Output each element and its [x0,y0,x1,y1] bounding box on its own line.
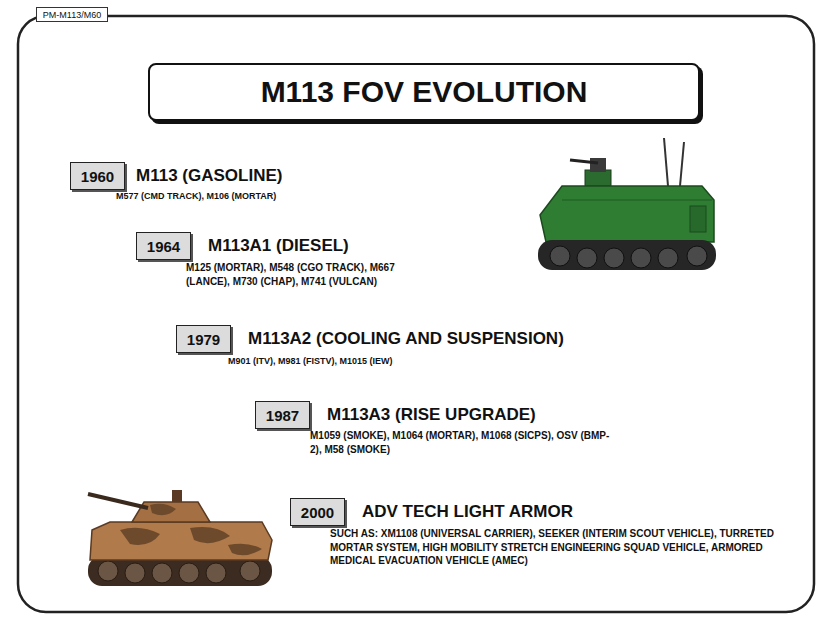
variant-list: M901 (ITV), M981 (FISTV), M1015 (IEW) [228,355,393,367]
year-box: 1960 [70,162,125,190]
version-heading: M113A2 (COOLING AND SUSPENSION) [248,328,564,351]
version-heading: ADV TECH LIGHT ARMOR [362,501,573,524]
year-text: 1987 [266,407,299,424]
year-text: 1964 [147,238,180,255]
year-box: 1987 [255,401,310,429]
year-box: 1979 [176,325,231,353]
variant-list: M577 (CMD TRACK), M106 (MORTAR) [116,190,276,202]
year-text: 2000 [301,504,334,521]
tag-text: PM-M113/M60 [43,10,101,20]
title-box: M113 FOV EVOLUTION [148,63,700,121]
m113-illustration [538,138,716,270]
slide-title: M113 FOV EVOLUTION [261,75,588,109]
variant-list: M1059 (SMOKE), M1064 (MORTAR), M1068 (SI… [310,429,610,456]
year-text: 1960 [81,168,114,185]
tag-box: PM-M113/M60 [36,7,108,22]
version-heading: M113A3 (RISE UPGRADE) [327,404,536,427]
slide-frame [18,16,814,612]
light-armor-illustration [88,490,272,586]
variant-list: SUCH AS: XM1108 (UNIVERSAL CARRIER), SEE… [330,527,800,568]
year-box: 2000 [290,498,345,526]
version-heading: M113 (GASOLINE) [136,165,282,188]
variant-list: M125 (MORTAR), M548 (CGO TRACK), M667 (L… [186,261,401,288]
version-heading: M113A1 (DIESEL) [208,235,349,258]
year-text: 1979 [187,331,220,348]
year-box: 1964 [136,232,191,260]
